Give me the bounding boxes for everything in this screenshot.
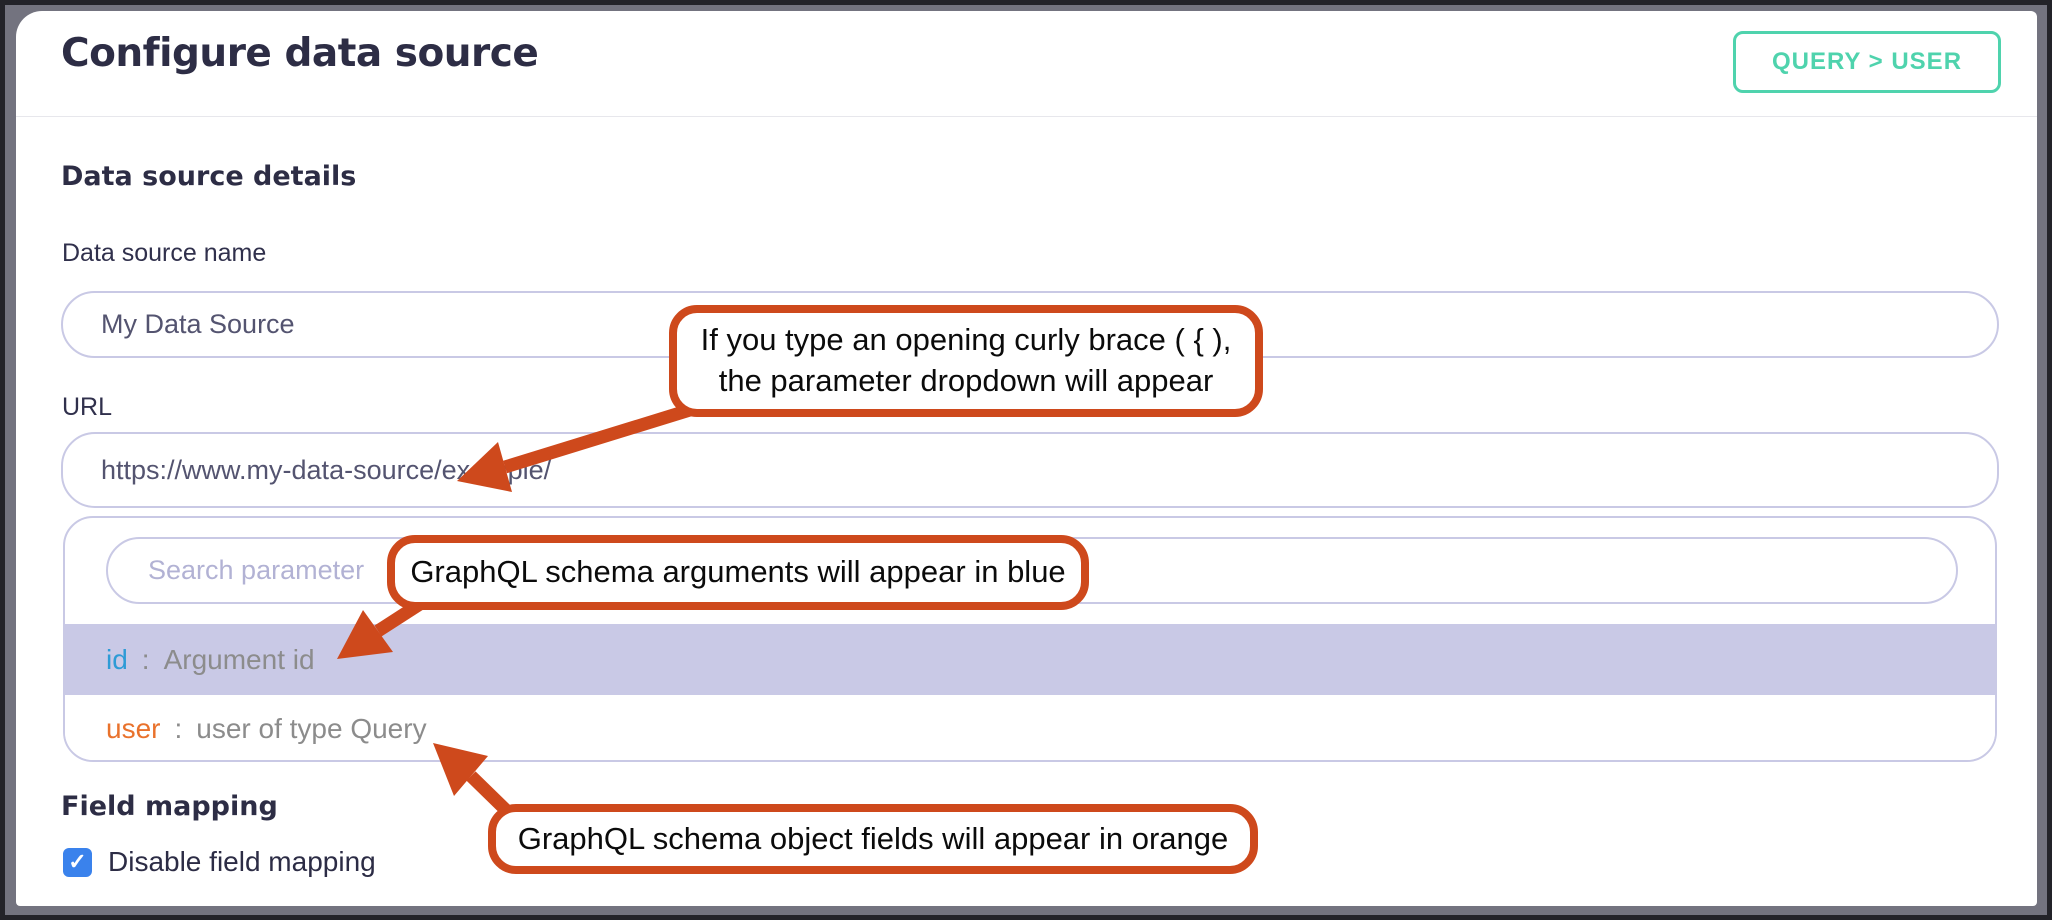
header-divider [16, 116, 2037, 117]
disable-field-mapping-label: Disable field mapping [108, 846, 376, 877]
url-label: URL [62, 393, 113, 421]
details-section-heading: Data source details [61, 161, 357, 192]
url-input[interactable] [61, 432, 1999, 508]
callout-line: the parameter dropdown will appear [718, 363, 1214, 398]
callout-curly-brace: If you type an opening curly brace ( { )… [669, 305, 1263, 417]
dropdown-item-user[interactable]: user : user of type Query [65, 695, 1995, 760]
callout-line: GraphQL schema object fields will appear… [517, 820, 1229, 856]
field-mapping-heading: Field mapping [61, 791, 278, 822]
checkmark-icon: ✓ [68, 849, 87, 874]
object-field-name: user [106, 712, 161, 744]
callout-arguments-blue: GraphQL schema arguments will appear in … [387, 535, 1089, 610]
argument-description: Argument id [163, 643, 315, 675]
callout-object-fields-orange: GraphQL schema object fields will appear… [488, 804, 1258, 874]
data-source-name-label: Data source name [62, 239, 267, 267]
configure-data-source-panel: Configure data source QUERY > USER Data … [16, 11, 2037, 906]
argument-name: id [106, 643, 128, 675]
callout-line: GraphQL schema arguments will appear in … [410, 554, 1066, 590]
disable-field-mapping-checkbox[interactable]: ✓ [63, 847, 92, 877]
callout-line: If you type an opening curly brace ( { )… [700, 322, 1232, 358]
separator: : [141, 643, 150, 675]
dropdown-item-id[interactable]: id : Argument id [65, 624, 1995, 695]
separator: : [174, 712, 183, 744]
page-title: Configure data source [61, 31, 539, 76]
object-field-description: user of type Query [196, 712, 427, 744]
query-user-badge[interactable]: QUERY > USER [1733, 31, 2001, 93]
disable-field-mapping-row: ✓ Disable field mapping [63, 846, 376, 878]
